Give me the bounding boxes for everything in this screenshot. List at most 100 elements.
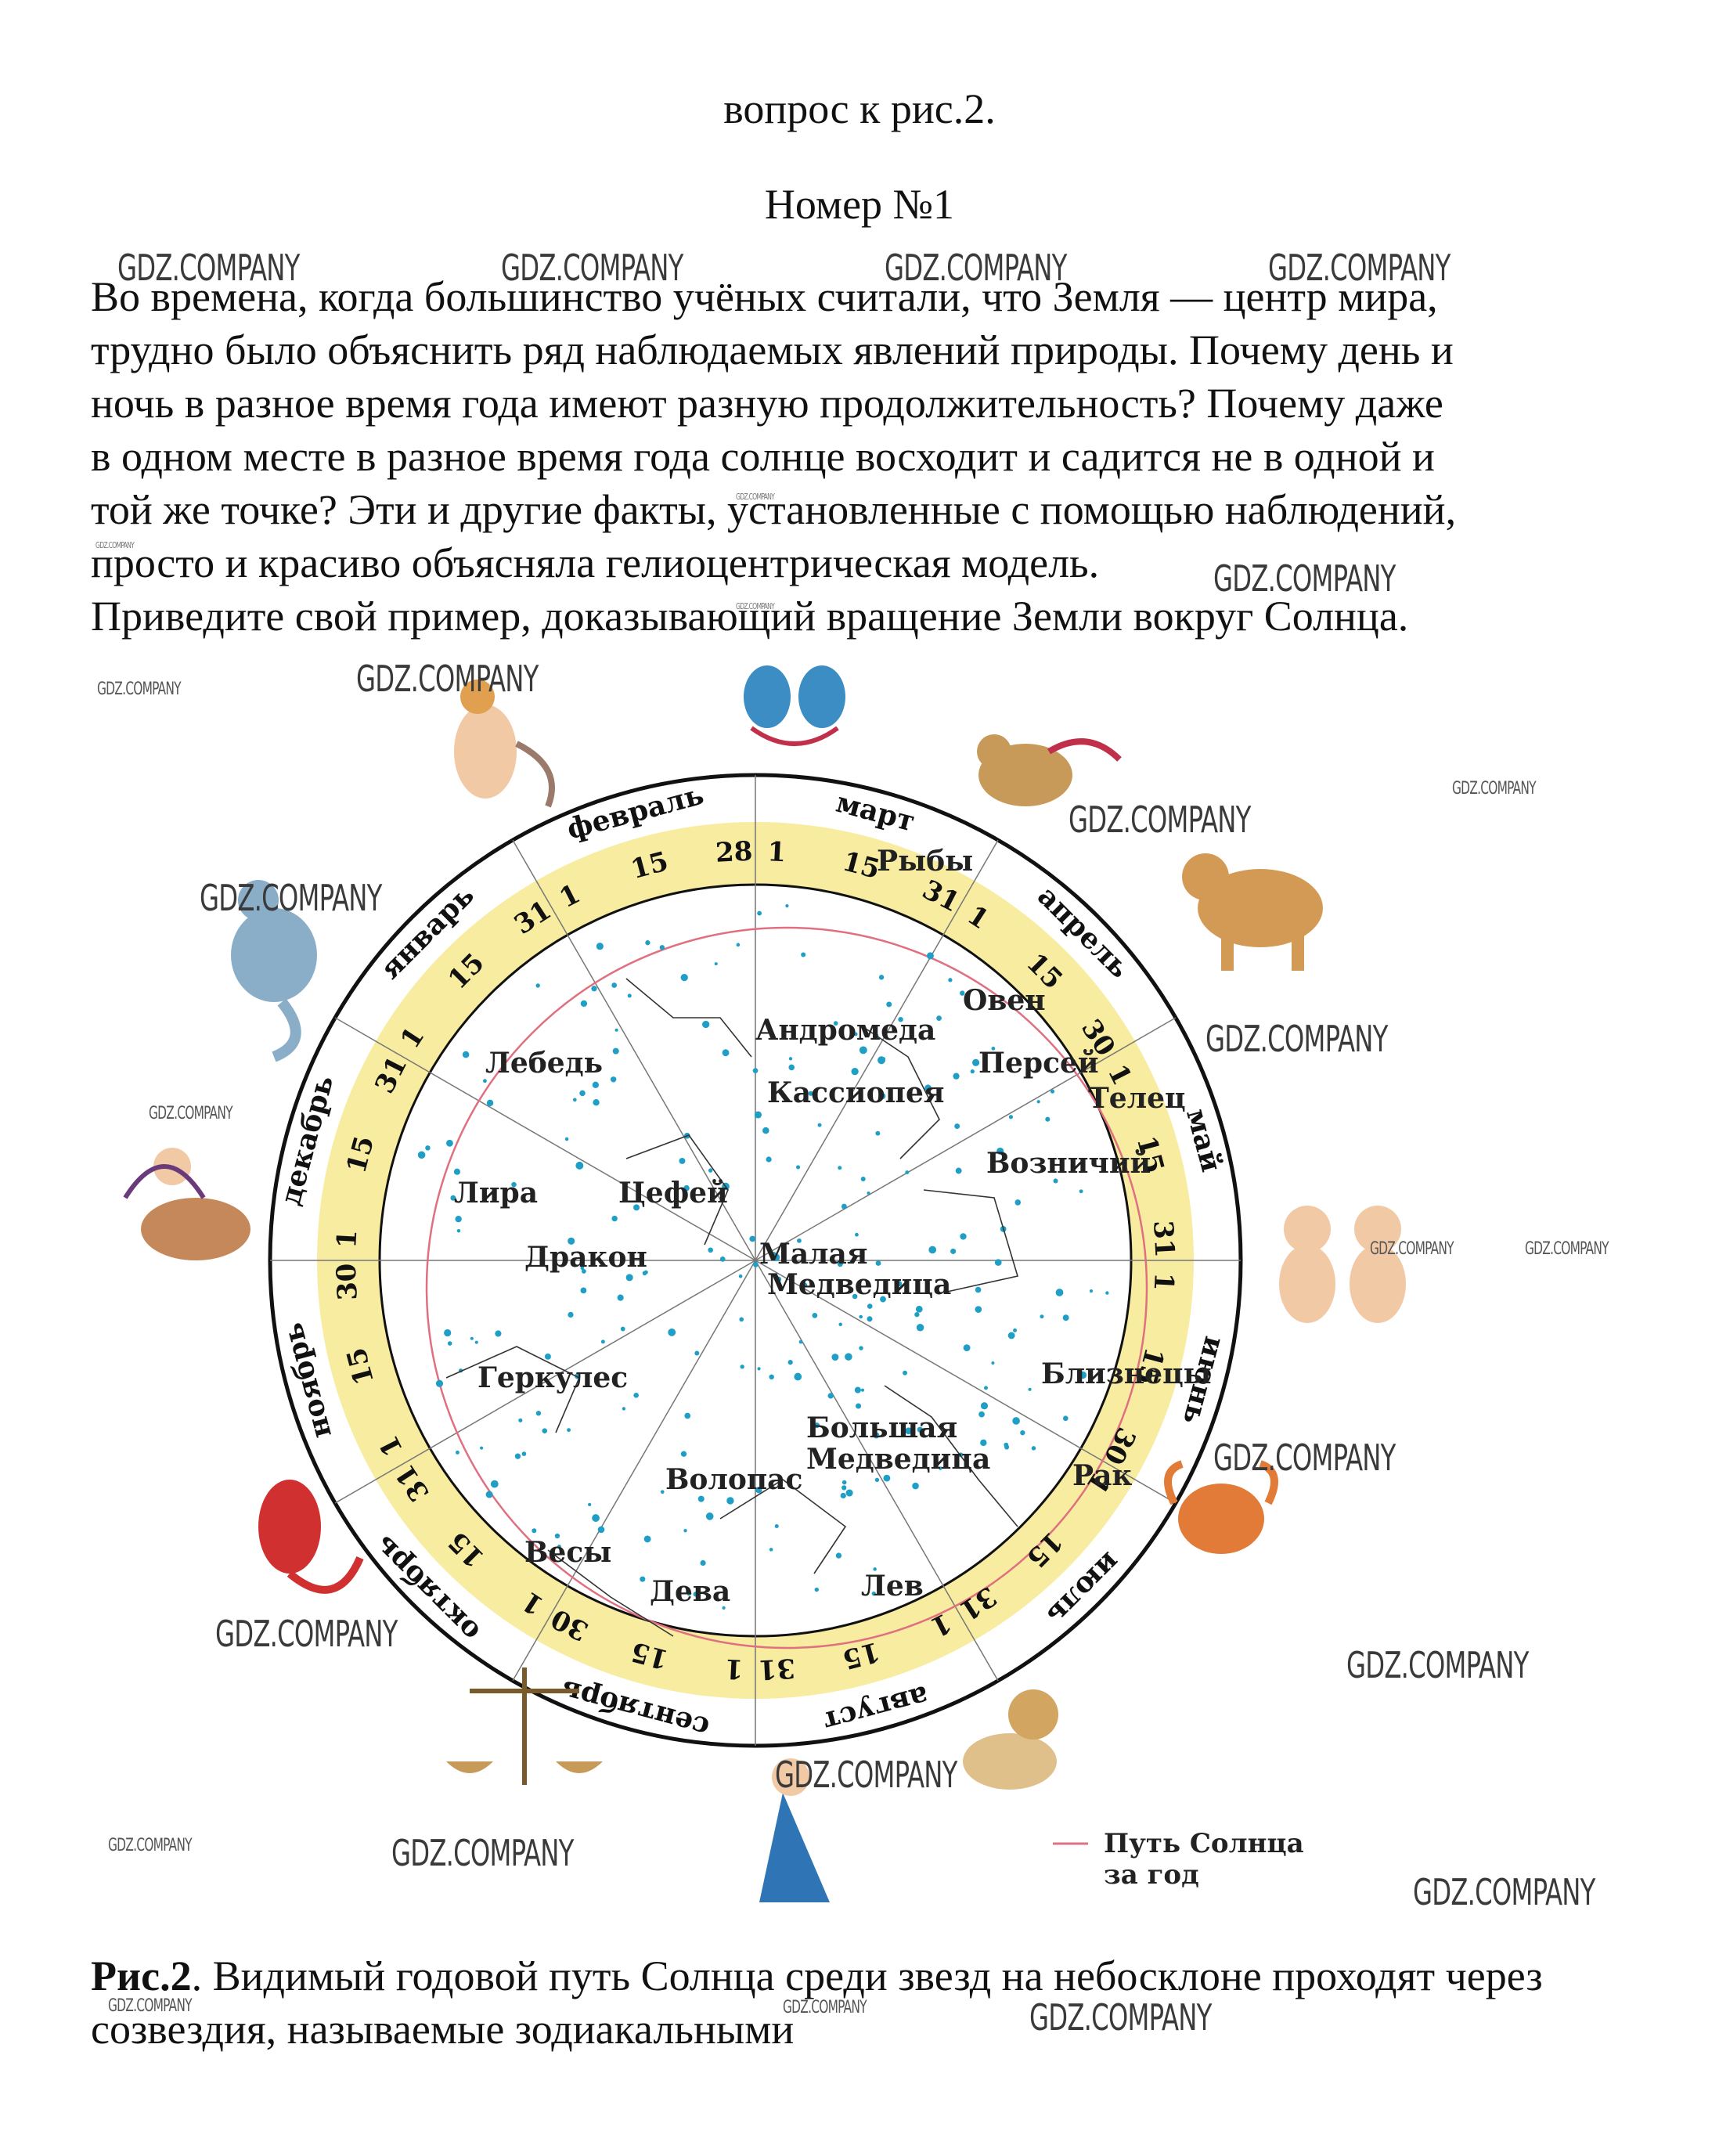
star (564, 1137, 569, 1141)
star (1089, 1289, 1094, 1293)
date-label: 1 (724, 1653, 744, 1685)
star (845, 1353, 852, 1361)
star (1036, 1100, 1040, 1104)
star (860, 1177, 866, 1182)
star (785, 904, 789, 908)
star (984, 1386, 988, 1390)
watermark: GDZ.COMPANY (356, 658, 539, 700)
star (950, 1248, 957, 1254)
star (813, 1422, 820, 1429)
question-line: трудно было объяснить ряд наблюдаемых яв… (91, 326, 1454, 373)
star (853, 1032, 858, 1037)
watermark: GDZ.COMPANY (501, 247, 683, 289)
star (596, 943, 604, 950)
star (954, 1123, 960, 1130)
star (722, 1049, 730, 1057)
watermark: GDZ.COMPANY (149, 1104, 233, 1123)
constellation-label: Овен (963, 984, 1046, 1017)
star (905, 1170, 910, 1174)
star (483, 1079, 487, 1083)
caption-text: . Видимый годовой путь Солнца среди звез… (91, 1952, 1543, 2053)
star (841, 1485, 847, 1491)
star (708, 1247, 713, 1253)
star (521, 1451, 527, 1456)
constellation-line (625, 978, 752, 1058)
watermark: GDZ.COMPANY (775, 1754, 957, 1796)
star (625, 1274, 633, 1282)
watermark: GDZ.COMPANY (1346, 1644, 1529, 1686)
star (794, 1372, 802, 1381)
constellation-line (625, 1134, 729, 1246)
watermark: GDZ.COMPANY (1029, 1996, 1212, 2039)
star (580, 1266, 585, 1271)
constellation-label: Возничий (986, 1147, 1151, 1180)
month-divider (334, 1017, 756, 1261)
star (593, 1099, 600, 1106)
star (859, 1046, 867, 1055)
star (592, 1514, 600, 1522)
star (535, 983, 540, 988)
star (633, 1204, 640, 1211)
star (1062, 1415, 1069, 1422)
question-text: Во времена, когда большинство учёных счи… (91, 270, 1649, 643)
star (774, 1523, 779, 1529)
constellation-label: Персей (978, 1047, 1099, 1080)
star (880, 1296, 886, 1303)
star (700, 1559, 706, 1567)
star (611, 982, 618, 988)
constellation-label: Волопас (665, 1463, 802, 1496)
sun-path (425, 926, 1148, 1649)
star (612, 1047, 619, 1055)
star (480, 1446, 484, 1450)
star (622, 1407, 626, 1411)
star (1004, 1442, 1009, 1448)
star (762, 1127, 769, 1134)
star (1040, 1314, 1044, 1319)
star (924, 1084, 932, 1092)
star (474, 1340, 478, 1344)
month-divider (755, 1017, 1177, 1261)
leo-figure (963, 1689, 1058, 1790)
star (898, 1016, 903, 1022)
star (873, 1567, 877, 1571)
star (875, 1260, 881, 1266)
star (817, 1123, 822, 1127)
star (453, 1168, 461, 1175)
star (679, 1157, 686, 1164)
watermark: GDZ.COMPANY (1213, 557, 1396, 600)
star (835, 1552, 842, 1559)
star (544, 1353, 551, 1360)
star (736, 943, 741, 947)
star (871, 1591, 876, 1596)
date-label: 31 (758, 1652, 796, 1685)
star (936, 1015, 942, 1021)
watermark: GDZ.COMPANY (96, 540, 135, 550)
star (840, 1492, 846, 1499)
star (1055, 1289, 1064, 1296)
watermark: GDZ.COMPANY (1268, 247, 1451, 289)
star (660, 1490, 665, 1494)
question-line: той же точке? Эти и другие факты, устано… (91, 486, 1457, 533)
star (643, 1535, 651, 1543)
date-label: 31 (1147, 1220, 1180, 1258)
star (722, 1606, 726, 1610)
star (769, 1374, 774, 1380)
star (926, 952, 934, 960)
watermark: GDZ.COMPANY (736, 601, 775, 611)
star (579, 1090, 586, 1097)
star (486, 1099, 494, 1107)
star (833, 1021, 838, 1026)
constellation-label: Лебедь (485, 1047, 603, 1080)
star (801, 952, 806, 957)
star (883, 1474, 891, 1482)
star (860, 1388, 865, 1392)
star (808, 1091, 813, 1096)
star (971, 1058, 980, 1066)
star (915, 1305, 923, 1313)
star (753, 1261, 759, 1267)
star (980, 1439, 987, 1447)
date-label: 1 (766, 836, 787, 868)
star (495, 1330, 502, 1337)
star (953, 1073, 960, 1080)
star (917, 1426, 923, 1433)
